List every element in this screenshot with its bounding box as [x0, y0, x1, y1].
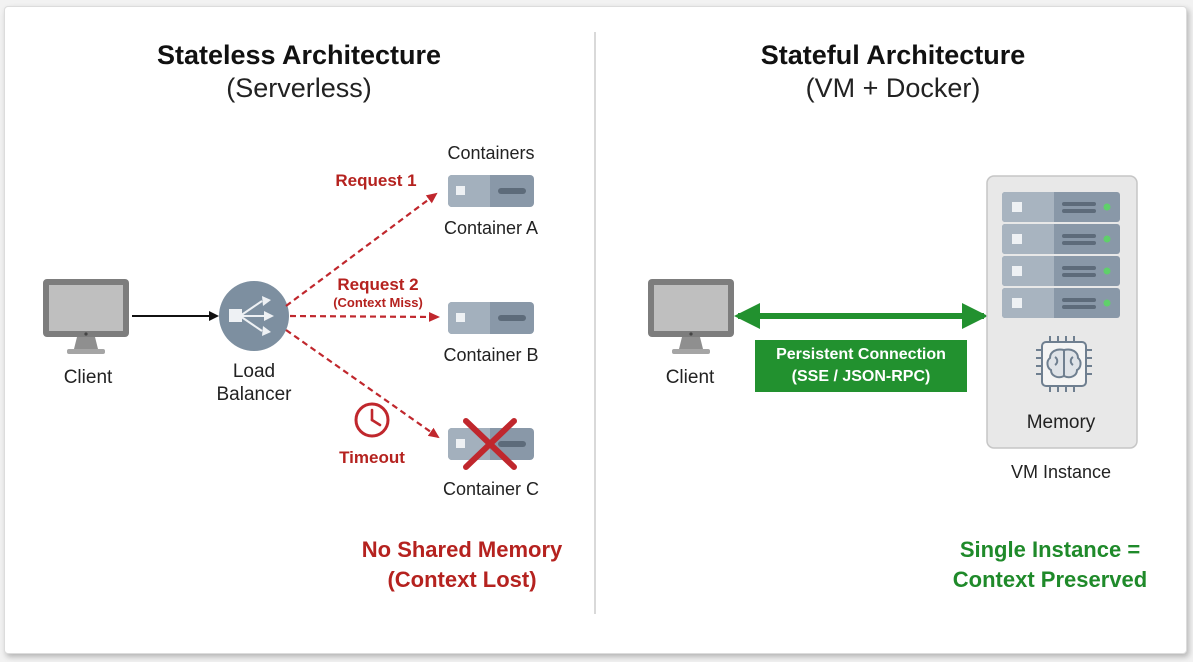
containers-heading: Containers: [447, 143, 535, 163]
request1-arrow: [285, 192, 438, 307]
stateful-subtitle: (VM + Docker): [805, 73, 981, 103]
connection-label-line2: (SSE / JSON-RPC): [791, 368, 931, 385]
stateless-title: Stateless Architecture: [156, 40, 442, 70]
vm-instance-label: VM Instance: [1010, 462, 1112, 482]
container-b-icon: [448, 302, 534, 334]
load-balancer-icon: [219, 281, 289, 351]
stateless-conclusion-line1: No Shared Memory: [361, 537, 563, 562]
container-a-label: Container A: [443, 218, 539, 238]
container-a-icon: [448, 175, 534, 207]
brain-chip-icon: [1036, 336, 1092, 392]
container-b-label: Container B: [443, 345, 539, 365]
client-monitor-icon-left: [43, 279, 129, 354]
timeout-label: Timeout: [339, 448, 405, 467]
section-divider: [594, 32, 596, 614]
request1-label: Request 1: [335, 171, 417, 190]
container-c-label: Container C: [442, 479, 540, 499]
context-miss-label: (Context Miss): [333, 295, 423, 310]
request2-arrow: [289, 311, 440, 322]
stateful-conclusion-line1: Single Instance =: [959, 537, 1141, 562]
stateful-conclusion-line2: Context Preserved: [952, 567, 1148, 592]
stateless-subtitle: (Serverless): [226, 73, 372, 103]
x-mark-icon: [463, 418, 517, 470]
client-label-left: Client: [63, 367, 113, 388]
client-label-right: Client: [665, 367, 715, 388]
timeout-arrow: [285, 329, 440, 439]
request2-label: Request 2: [337, 275, 419, 294]
memory-label: Memory: [1026, 412, 1096, 433]
connection-label-line1: Persistent Connection: [776, 346, 946, 363]
client-monitor-icon-right: [648, 279, 734, 354]
persistent-connection-box: Persistent Connection (SSE / JSON-RPC): [755, 340, 967, 392]
load-balancer-label-line2: Balancer: [216, 384, 292, 405]
stateful-title: Stateful Architecture: [760, 40, 1026, 70]
clock-icon: [354, 402, 390, 438]
load-balancer-label-line1: Load: [232, 361, 276, 382]
stateless-conclusion-line2: (Context Lost): [387, 567, 537, 592]
